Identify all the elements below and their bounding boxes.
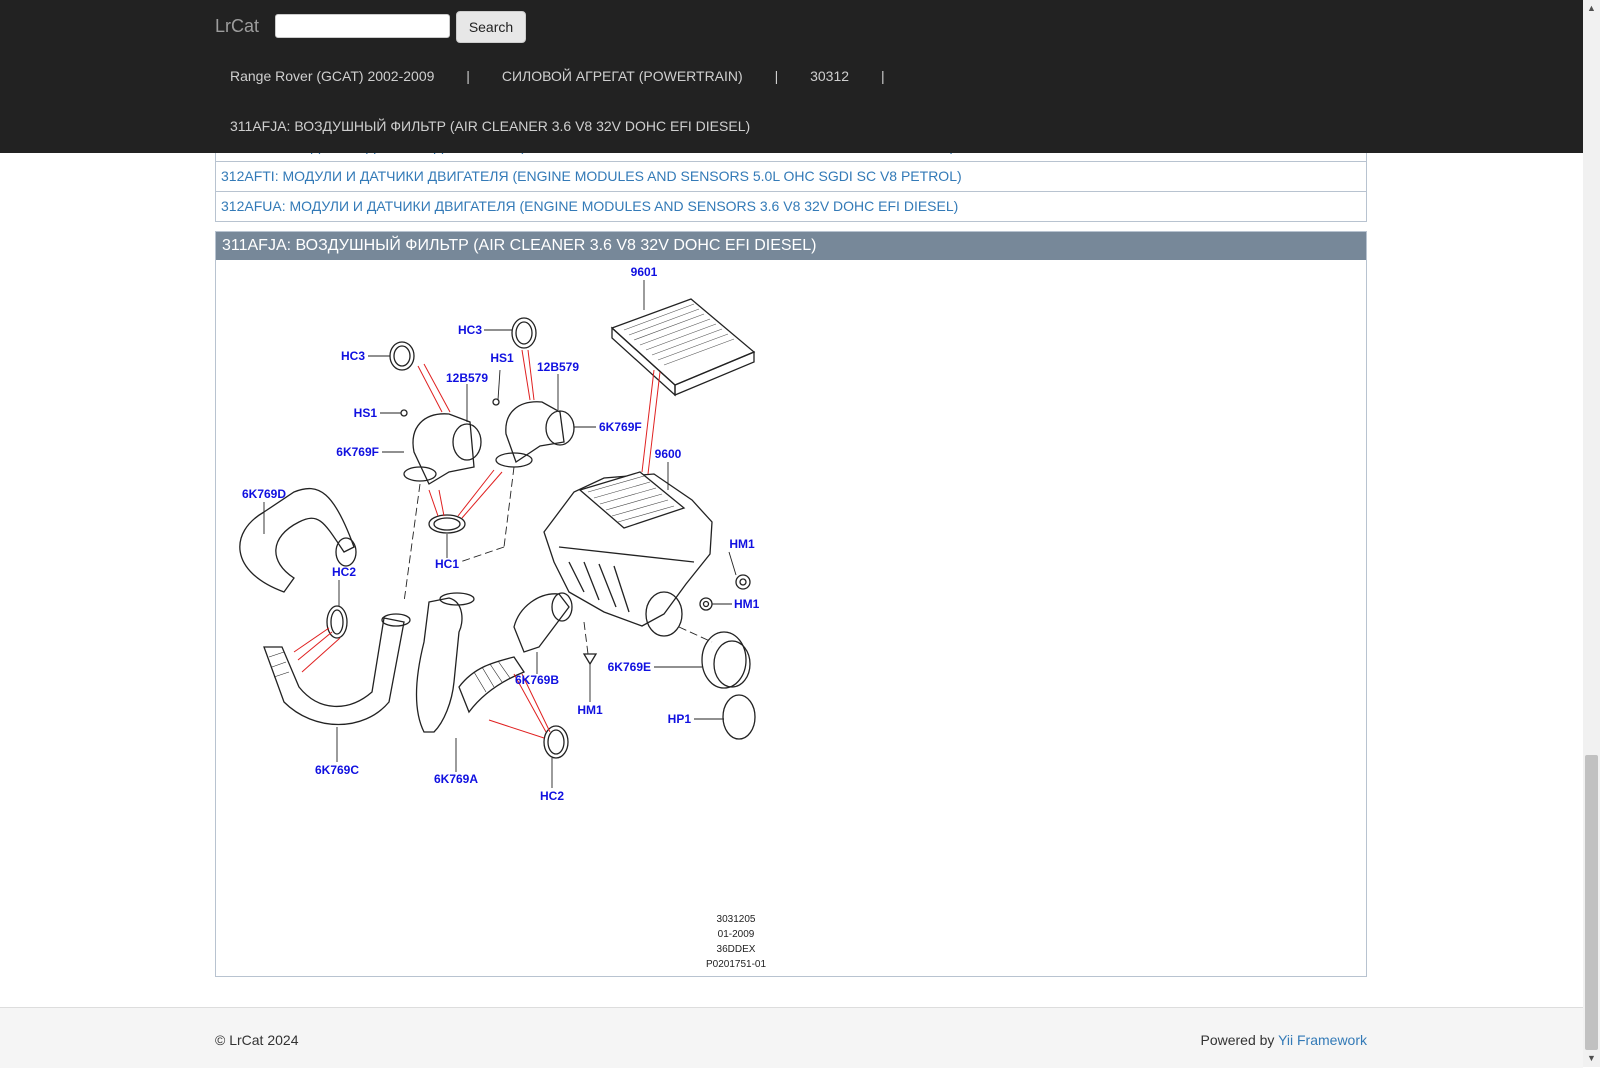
callout-9601: 9601 (631, 265, 658, 279)
copyright-text: © LrCat 2024 (215, 1032, 299, 1048)
callout-hm1: HM1 (734, 597, 760, 611)
diagram-code: 01-2009 (717, 929, 755, 940)
brand-logo[interactable]: LrCat (215, 16, 260, 36)
pipe-6k769c (263, 617, 405, 726)
scrollbar-thumb[interactable] (1585, 755, 1598, 1050)
breadcrumb-separator: | (466, 68, 470, 84)
callout-6k769f: 6K769F (336, 445, 379, 459)
top-navbar: LrCat Search Range Rover (GCAT) 2002-200… (0, 0, 1583, 153)
panel-title: 311AFJA: ВОЗДУШНЫЙ ФИЛЬТР (AIR CLEANER 3… (216, 232, 1366, 260)
callout-hs1: HS1 (354, 406, 378, 420)
breadcrumb-subgroup[interactable]: 30312 (810, 68, 850, 84)
callout-hp1: HP1 (668, 712, 692, 726)
air-filter-element (610, 298, 756, 386)
callout-6k769d: 6K769D (242, 487, 286, 501)
scroll-down-arrow-icon[interactable]: ▼ (1587, 1053, 1596, 1063)
search-button[interactable]: Search (456, 11, 526, 43)
duct-6k769a (415, 597, 463, 733)
powered-by: Powered by Yii Framework (1200, 1032, 1367, 1048)
search-input[interactable] (275, 14, 450, 38)
vertical-scrollbar[interactable]: ▲ ▼ (1583, 0, 1600, 1067)
maf-sensor-left (412, 413, 475, 485)
callout-hc3: HC3 (341, 349, 365, 363)
callout-hm1: HM1 (729, 537, 755, 551)
callout-6k769c: 6K769C (315, 763, 359, 777)
breadcrumb-model[interactable]: Range Rover (GCAT) 2002-2009 (230, 68, 435, 84)
callout-12b579: 12B579 (537, 360, 579, 374)
scroll-up-arrow-icon[interactable]: ▲ (1587, 3, 1596, 13)
diagram-code: P0201751-01 (705, 959, 767, 970)
callout-6k769f: 6K769F (599, 420, 642, 434)
breadcrumb-group[interactable]: СИЛОВОЙ АГРЕГАТ (POWERTRAIN) (501, 68, 743, 84)
parts-diagram: 9601 9600 HC3 HC3 HS1 HS1 12B579 12B579 … (239, 265, 760, 803)
list-item[interactable]: 312AFUA: МОДУЛИ И ДАТЧИКИ ДВИГАТЕЛЯ (ENG… (216, 191, 1366, 221)
breadcrumb-current[interactable]: 311AFJA: ВОЗДУШНЫЙ ФИЛЬТР (AIR CLEANER 3… (230, 118, 751, 134)
breadcrumb-separator: | (880, 68, 885, 84)
breadcrumb-separator: | (774, 68, 779, 84)
list-item[interactable]: 312AFTI: МОДУЛИ И ДАТЧИКИ ДВИГАТЕЛЯ (ENG… (216, 161, 1366, 191)
callout-hc3: HC3 (458, 323, 482, 337)
breadcrumb: 311AFJA: ВОЗДУШНЫЙ ФИЛЬТР (AIR CLEANER 3… (230, 118, 750, 134)
callout-6k769b: 6K769B (515, 673, 559, 687)
callout-hm1: HM1 (577, 703, 603, 717)
diagram-code: 36DDEX (716, 944, 756, 955)
callout-hc1: HC1 (435, 557, 459, 571)
page-footer: © LrCat 2024 Powered by Yii Framework (0, 1007, 1583, 1068)
diagram-panel: 311AFJA: ВОЗДУШНЫЙ ФИЛЬТР (AIR CLEANER 3… (215, 231, 1367, 977)
yii-framework-link[interactable]: Yii Framework (1278, 1032, 1367, 1048)
breadcrumb: Range Rover (GCAT) 2002-2009 | СИЛОВОЙ А… (230, 68, 913, 84)
callout-hs1: HS1 (490, 351, 514, 365)
callout-6k769e: 6K769E (608, 660, 651, 674)
powered-by-prefix: Powered by (1200, 1032, 1279, 1048)
callout-hc2: HC2 (332, 565, 356, 579)
callout-6k769a: 6K769A (434, 772, 478, 786)
callout-9600: 9600 (655, 447, 682, 461)
callout-hc2: HC2 (540, 789, 564, 803)
elbow-6k769b (513, 593, 570, 653)
diagram-code: 3031205 (716, 914, 756, 925)
callout-12b579: 12B579 (446, 371, 488, 385)
